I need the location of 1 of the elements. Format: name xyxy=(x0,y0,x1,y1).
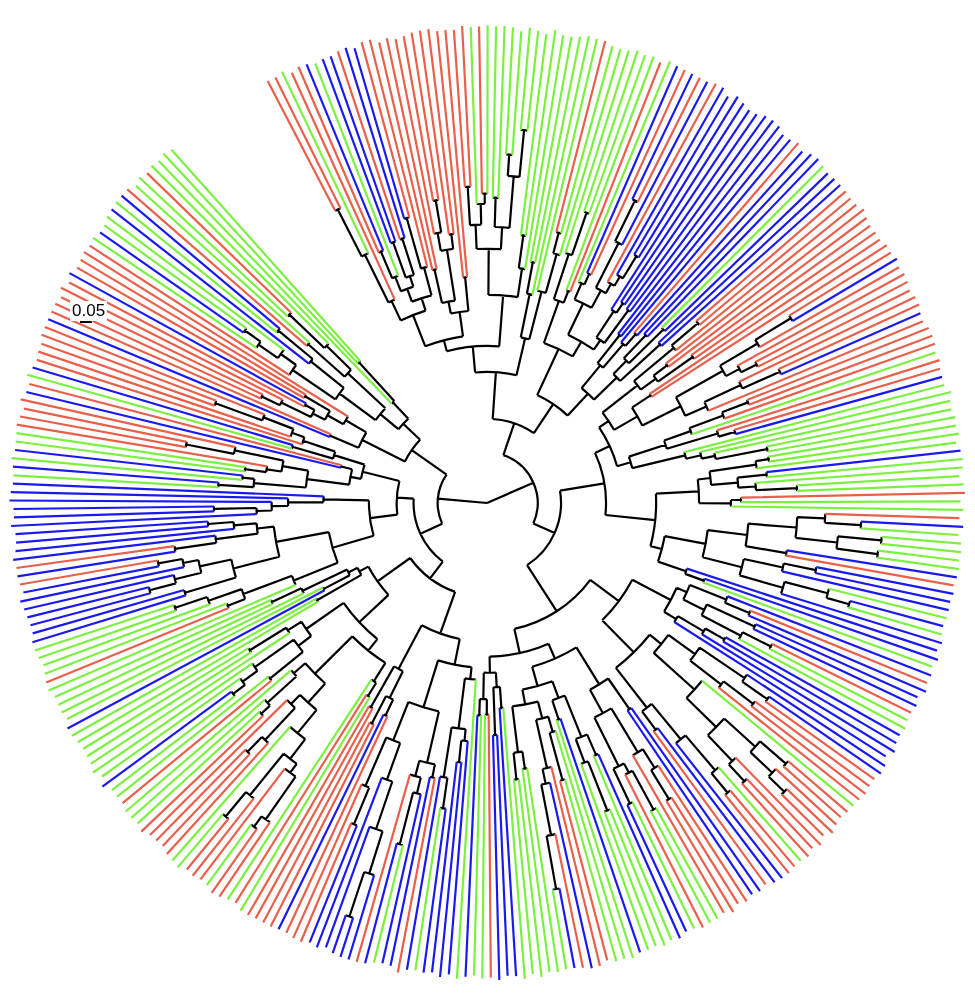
scale-bar-label: 0.05 xyxy=(70,301,108,321)
